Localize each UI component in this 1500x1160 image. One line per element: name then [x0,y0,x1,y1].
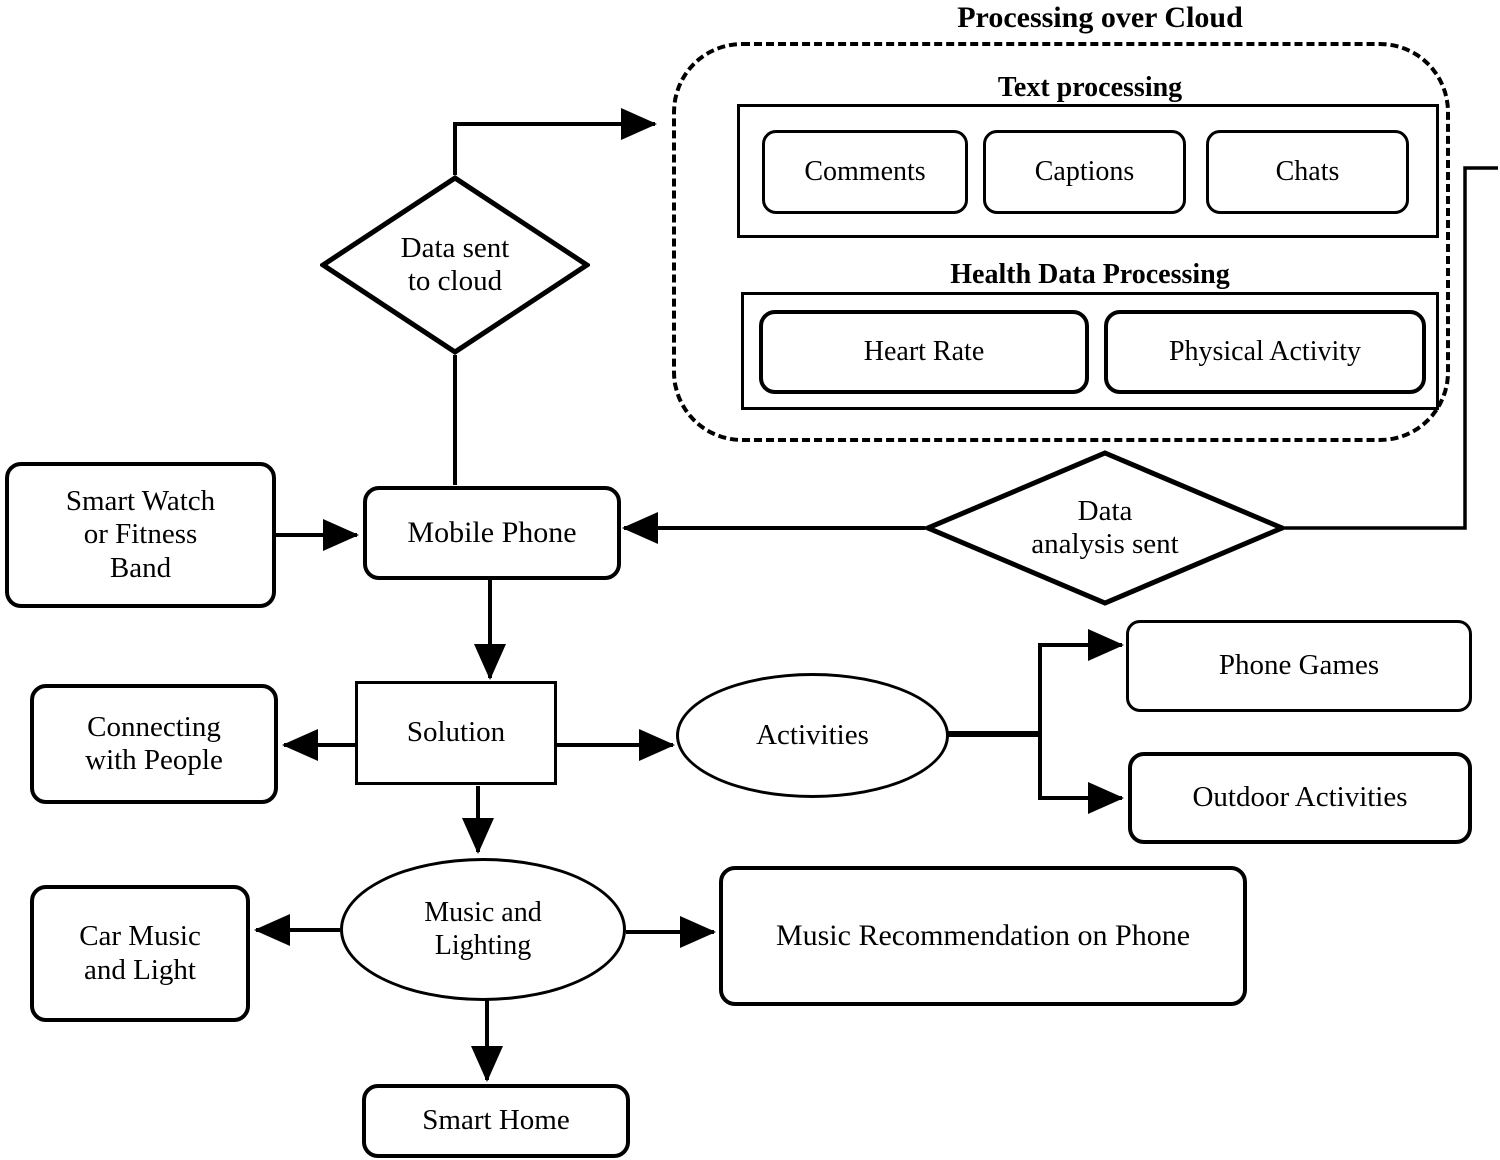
node-connecting-with-people[interactable]: Connecting with People [30,684,278,804]
smart-watch-line2: or Fitness [83,518,198,551]
music-lighting-line2: Lighting [434,929,532,961]
smart-home-label: Smart Home [422,1104,570,1137]
data-sent-line1: Data sent [400,231,510,264]
decision-data-sent-to-cloud[interactable]: Data sent to cloud [320,175,590,355]
health-data-processing-group [741,292,1439,410]
mobile-phone-label: Mobile Phone [407,515,577,549]
data-analysis-line1: Data [1077,494,1133,527]
solution-label: Solution [406,716,506,749]
node-smart-watch-or-fitness-band[interactable]: Smart Watch or Fitness Band [5,462,276,608]
car-music-line2: and Light [84,953,196,986]
diamond-shape-data-analysis [925,450,1285,606]
data-sent-line2: to cloud [407,265,503,297]
node-music-and-lighting[interactable]: Music and Lighting [340,858,626,1001]
phone-games-label: Phone Games [1218,649,1380,682]
captions-label: Captions [1034,155,1135,187]
cloud-title: Processing over Cloud [957,0,1243,34]
car-music-line1: Car Music [79,920,201,953]
outdoor-activities-label: Outdoor Activities [1192,781,1408,814]
heart-rate-label: Heart Rate [863,335,985,367]
comments-label: Comments [804,155,926,187]
connecting-line2: with People [85,744,223,776]
text-processing-item-captions[interactable]: Captions [983,130,1186,214]
text-processing-item-chats[interactable]: Chats [1206,130,1409,214]
activities-label: Activities [756,718,869,751]
node-activities[interactable]: Activities [676,673,949,798]
health-data-processing-heading: Health Data Processing [830,258,1350,292]
smart-watch-line1: Smart Watch [65,484,216,517]
node-smart-home[interactable]: Smart Home [362,1084,630,1158]
connecting-line1: Connecting [87,710,221,743]
wire-activities-split [948,629,1124,814]
diamond-shape-data-sent [320,175,590,355]
text-processing-group [737,104,1439,238]
music-lighting-line1: Music and [424,897,542,929]
music-recommendation-label: Music Recommendation on Phone [775,918,1191,952]
physical-activity-label: Physical Activity [1168,335,1362,367]
node-mobile-phone[interactable]: Mobile Phone [363,486,621,580]
text-processing-heading: Text processing [855,72,1325,104]
smart-watch-line3: Band [109,551,172,584]
node-solution[interactable]: Solution [355,681,557,785]
data-analysis-line2: analysis sent [1031,528,1179,560]
text-processing-item-comments[interactable]: Comments [762,130,968,214]
processing-over-cloud-container [672,42,1450,442]
health-item-heart-rate[interactable]: Heart Rate [759,310,1089,394]
node-outdoor-activities[interactable]: Outdoor Activities [1128,752,1472,844]
node-phone-games[interactable]: Phone Games [1126,620,1472,712]
node-car-music-and-light[interactable]: Car Music and Light [30,885,250,1022]
wire-datasent-to-cloud [453,108,657,175]
health-item-physical-activity[interactable]: Physical Activity [1104,310,1426,394]
node-music-recommendation-on-phone[interactable]: Music Recommendation on Phone [719,866,1247,1006]
chats-label: Chats [1275,155,1340,187]
decision-data-analysis-sent[interactable]: Data analysis sent [925,450,1285,606]
